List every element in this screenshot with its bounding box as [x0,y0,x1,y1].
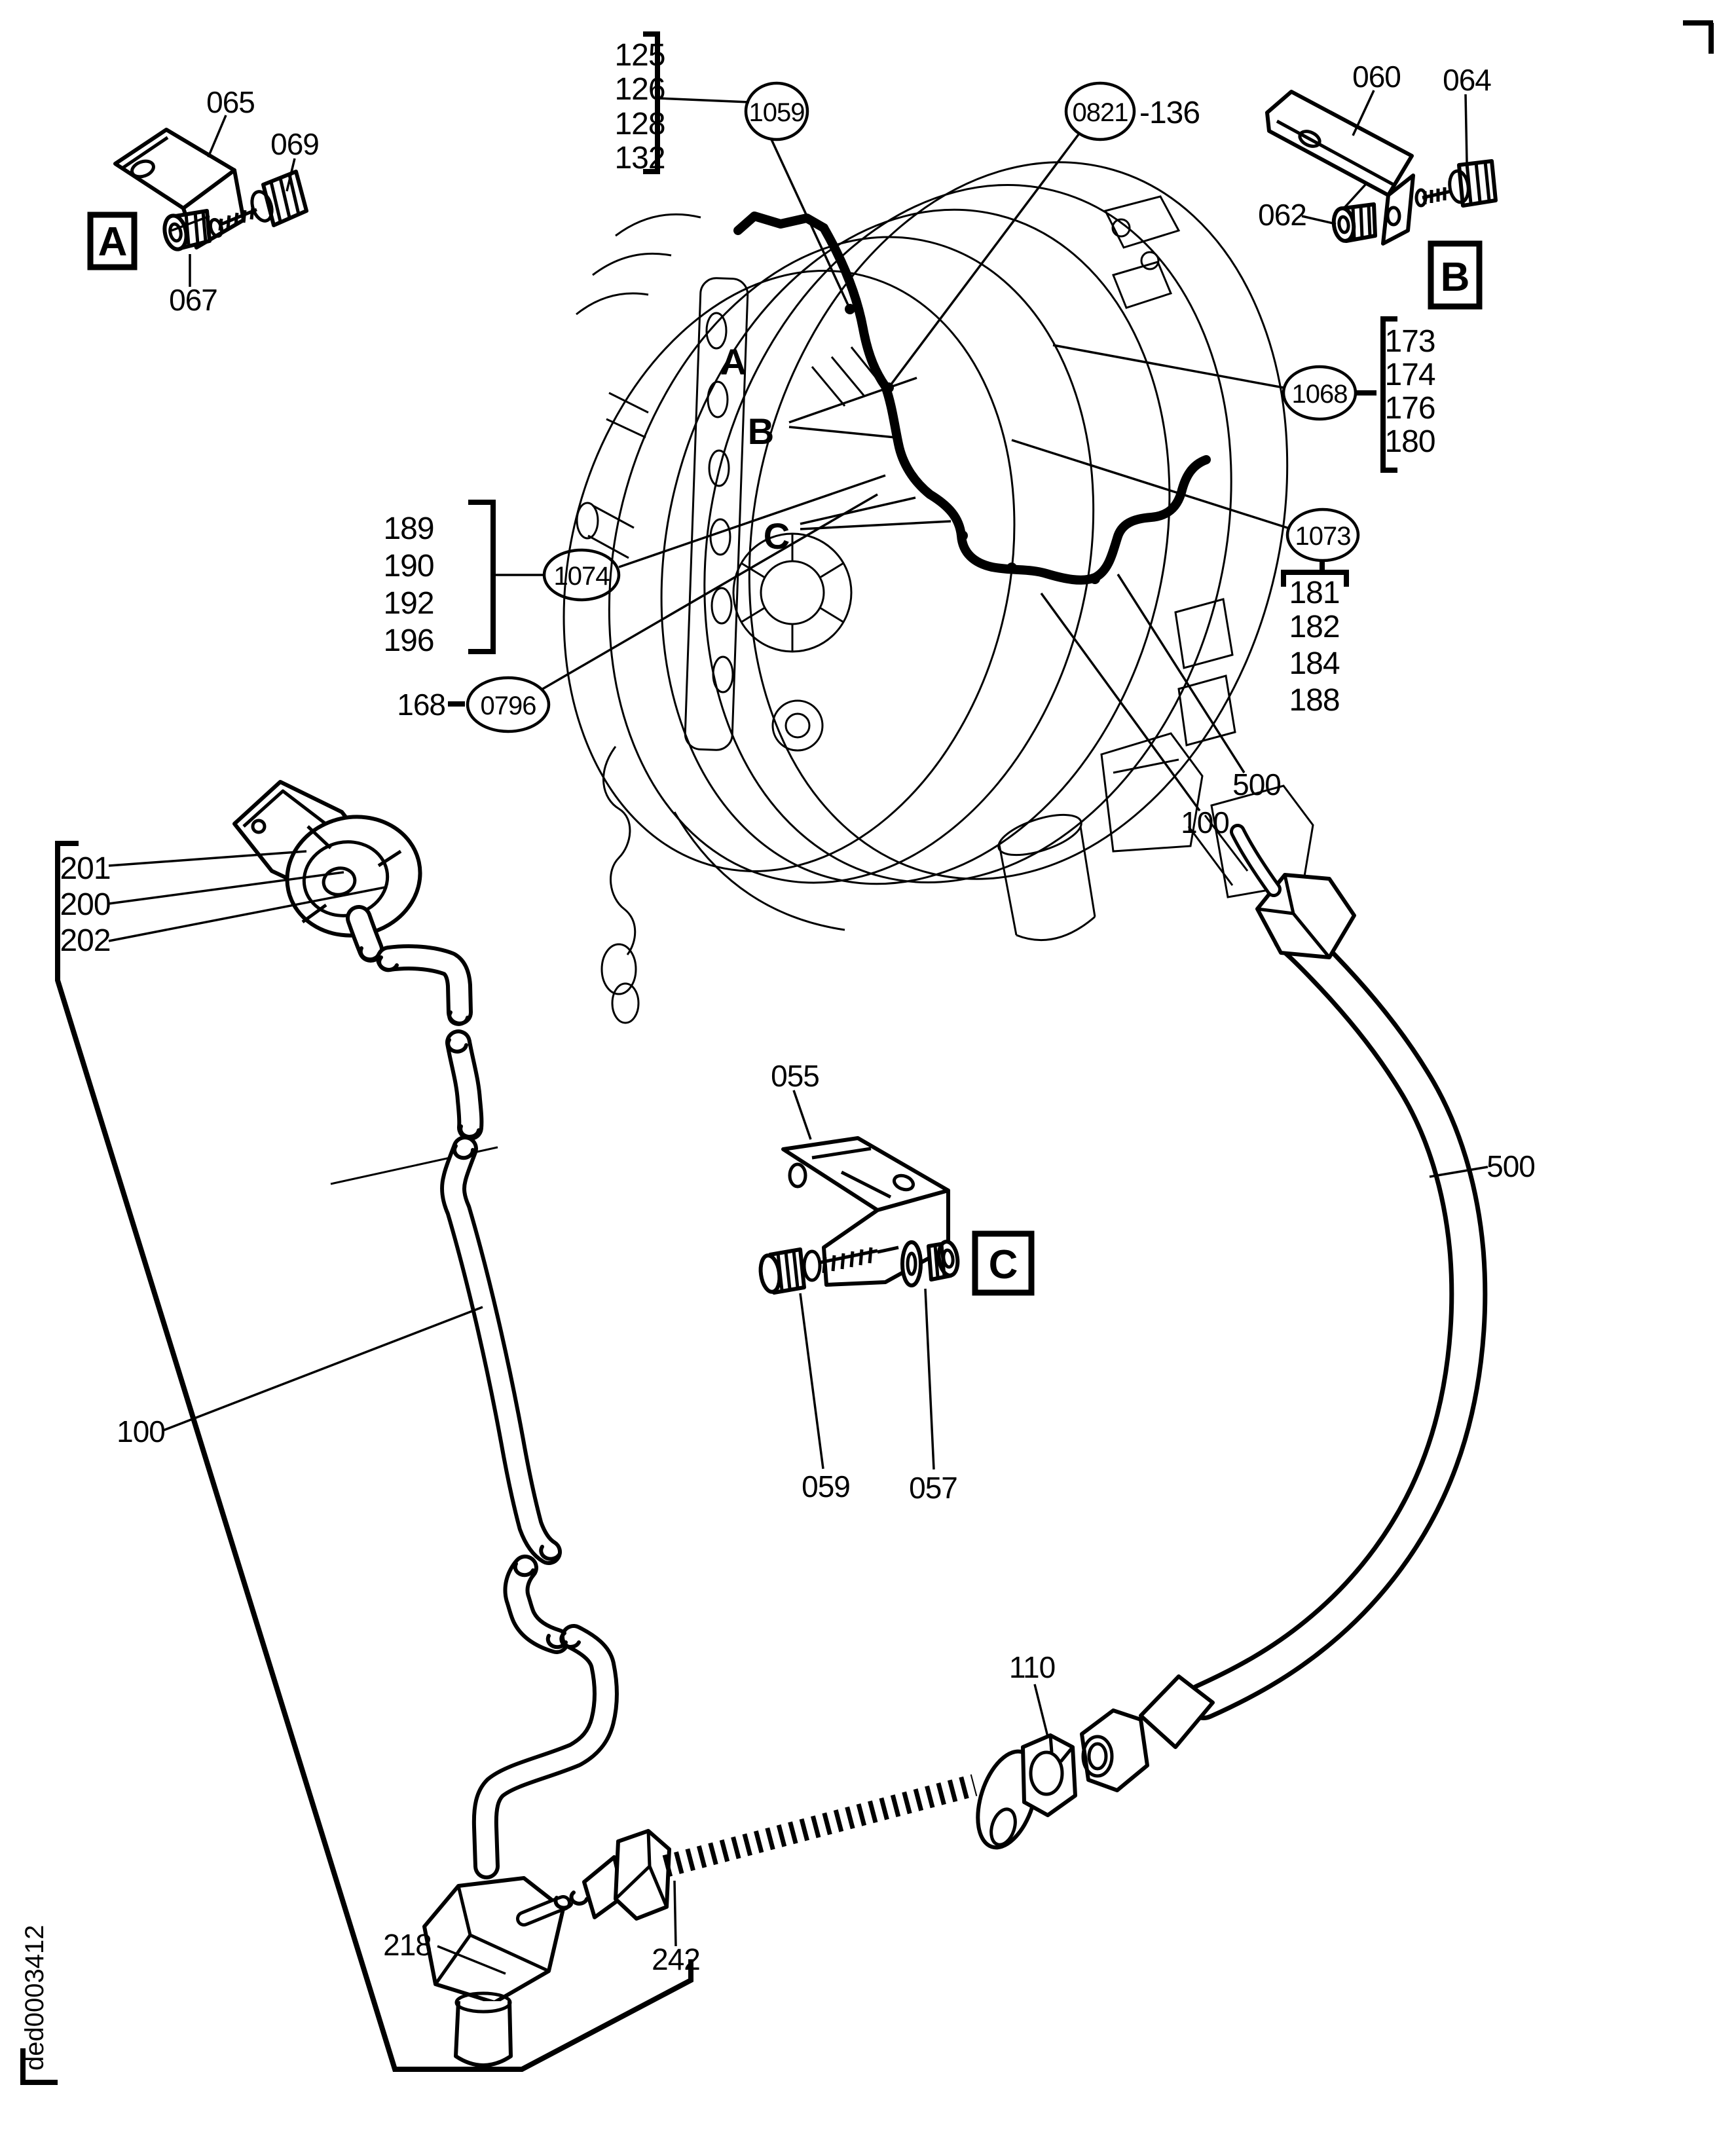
part-label-168: 168 [397,688,445,722]
stack-top-item-125: 125 [614,38,665,73]
washer-nut-057 [900,1240,960,1287]
group-boundary-bracket [55,841,693,2072]
ref-label-0821: 0821 [1073,98,1128,127]
stack-plug-item-202: 202 [60,923,110,958]
ref-label-1068: 1068 [1292,380,1348,409]
part-label-069: 069 [270,127,319,161]
bracket-group-a: 065 069 067 A [87,85,320,317]
stack-1074-item-190: 190 [383,549,434,583]
bracket-group-b: 060 064 062 B [1258,60,1498,310]
plug-cap-200 [232,780,422,938]
engine-sketch [330,161,1314,1185]
figure-code-text: ded0003412 [20,1925,49,2071]
screw-064 [1414,159,1498,208]
ref-circle-1068 [1282,365,1357,421]
part-label-500-hose: 500 [1487,1149,1535,1183]
part-label-100-pipe: 100 [117,1414,165,1448]
part-label-067: 067 [169,283,217,317]
threaded-stud-242 [662,1774,978,1877]
stack-1074-item-192: 192 [383,586,434,621]
stack-1073-item-188: 188 [1289,683,1339,718]
ref-circle-0821 [1064,81,1136,141]
stack-plug-item-201: 201 [60,851,110,886]
ref-label-1074: 1074 [554,562,610,591]
nut-062 [1331,202,1377,243]
part-label-065: 065 [206,85,255,119]
detail-box-a-letter: A [98,219,128,265]
stack-1068-item-176: 176 [1384,391,1435,426]
ref-circle-0796 [466,676,551,733]
screw-069 [208,170,308,238]
stack-1073-item-182: 182 [1289,610,1339,644]
engine-marker-b: B [748,411,774,452]
hose-500: 500 [1080,824,1536,1792]
stack-top-item-128: 128 [614,107,665,141]
screw-059 [758,1245,899,1295]
part-label-218: 218 [383,1928,432,1962]
stack-1074-bracket [468,500,496,654]
engine-location-markers: A B C [720,341,951,557]
stack-1074-item-189: 189 [383,511,434,546]
hose-ferrule [1139,1674,1215,1749]
bracket-group-c: 055 059 057 C [758,1059,1035,1505]
pipe-assembly-100: 201 200 202 100 [55,780,693,2072]
detail-box-b-letter: B [1441,255,1470,300]
ref-label-0796: 0796 [481,692,536,720]
detail-box-c-letter: C [989,1242,1018,1287]
stack-1074-item-196: 196 [383,623,434,658]
part-label-060: 060 [1352,60,1401,94]
stack-top-item-132: 132 [614,141,665,175]
corner-mark-top-right [1683,20,1714,54]
valve-stud-assembly: 242 218 110 [383,1650,1077,2067]
reference-callouts: 1059 125 126 128 132 0821 -136 1068 173 … [383,31,1436,839]
stack-1073-item-184: 184 [1289,646,1339,681]
stack-1068-item-173: 173 [1384,324,1435,359]
stack-1068-bracket [1380,316,1397,473]
ref-label-1059: 1059 [749,98,805,127]
ref-label-1073: 1073 [1295,522,1351,551]
nut-110 [1021,1733,1077,1817]
part-label-059: 059 [802,1469,850,1504]
detail-box-c [972,1230,1035,1296]
part-label-500-engine: 500 [1232,767,1281,802]
part-label-064: 064 [1443,63,1491,97]
engine-marker-a: A [720,341,747,382]
frame-marks: ded0003412 [20,20,1714,2085]
engine-marker-c: C [764,515,790,557]
part-label-100-engine: 100 [1181,805,1229,839]
stack-1068-item-174: 174 [1384,358,1435,392]
part-label-242: 242 [652,1942,700,1976]
part-label-055: 055 [771,1059,819,1093]
hose-end-hex [1080,1708,1149,1792]
stack-plug-item-200: 200 [60,887,110,922]
stack-1073-item-181: 181 [1289,576,1339,610]
stack-top-item-126: 126 [614,72,665,107]
part-label-110: 110 [1009,1650,1055,1684]
part-label-136: -136 [1139,96,1200,130]
part-label-062: 062 [1258,198,1306,232]
part-label-057: 057 [909,1471,957,1505]
detail-box-a [87,212,138,270]
stack-1068-item-180: 180 [1384,424,1435,459]
stack-1073-bracket [1281,570,1349,587]
ref-circle-1059 [744,81,809,141]
bracket-plate-060 [1265,90,1414,197]
stack-top-bracket [643,31,660,174]
detail-box-b [1428,240,1483,310]
corner-mark-bottom-left [20,2048,58,2085]
